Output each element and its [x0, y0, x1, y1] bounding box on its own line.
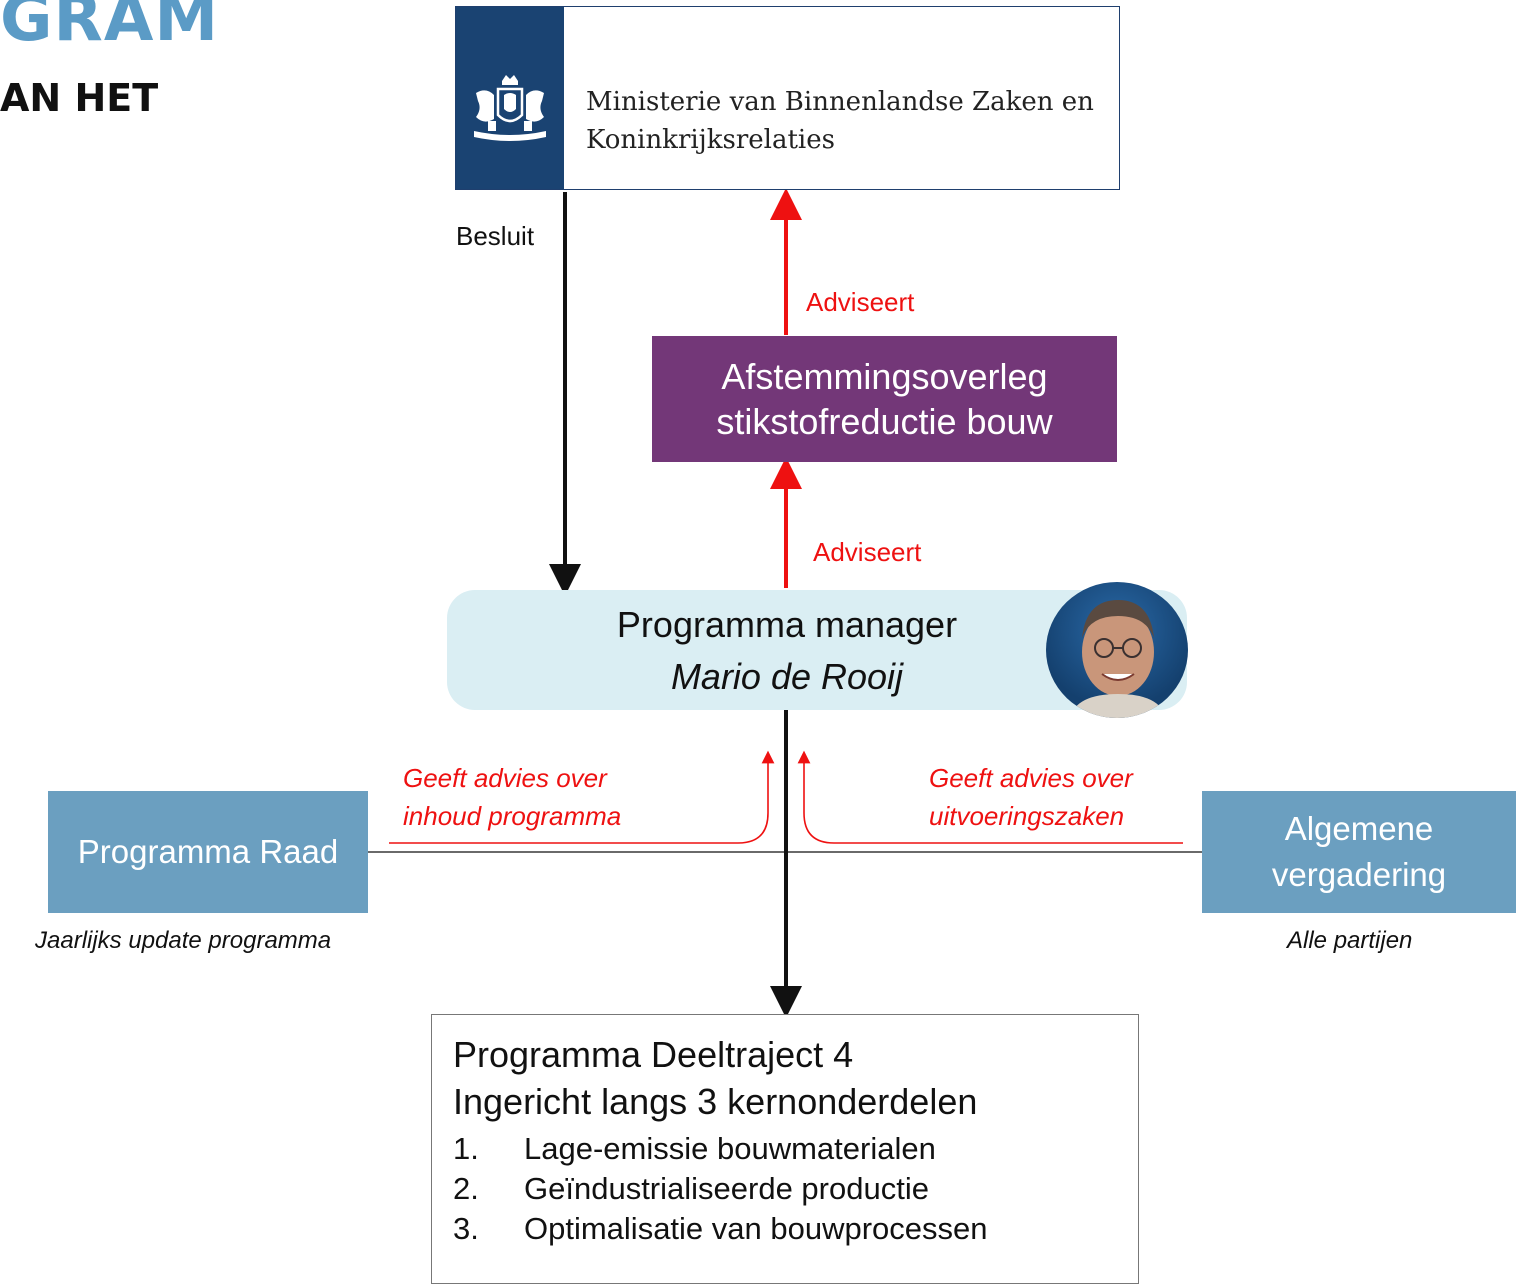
ministry-name: Ministerie van Binnenlandse Zaken en Kon…: [586, 83, 1094, 159]
right-advice-line-1: Geeft advies over: [929, 763, 1133, 793]
afstemming-line-1: Afstemmingsoverleg: [721, 356, 1048, 397]
left-advice-arrow: [389, 750, 775, 844]
left-advice-line-2: inhoud programma: [403, 801, 622, 831]
list-item-text: Geïndustrialiseerde productie: [524, 1171, 929, 1206]
manager-photo: [1046, 582, 1188, 718]
deeltraject-heading: Programma Deeltraject 4 Ingericht langs …: [453, 1031, 977, 1125]
besluit-label: Besluit: [456, 221, 535, 251]
deeltraject-heading-line-1: Programma Deeltraject 4: [453, 1034, 854, 1075]
programma-manager-title: Programma manager: [616, 604, 958, 645]
right-advice-arrow: [797, 750, 1183, 844]
adviseert-mid-label: Adviseert: [813, 537, 922, 567]
programma-raad-label: Programma Raad: [77, 833, 339, 870]
algemene-vergadering-line-2: vergadering: [1271, 856, 1447, 893]
left-advice-text: Geeft advies over inhoud programma: [403, 759, 621, 835]
algemene-vergadering-box: Algemene vergadering: [1202, 791, 1516, 913]
programma-raad-note: Jaarlijks update programma: [35, 927, 332, 954]
list-item: 2. Geïndustrialiseerde productie: [453, 1169, 988, 1209]
coat-of-arms-icon: [474, 75, 546, 141]
programma-raad-box: Programma Raad: [48, 791, 368, 913]
corner-subtitle: AN HET: [0, 76, 159, 120]
ministry-logo-box: Ministerie van Binnenlandse Zaken en Kon…: [455, 6, 1120, 190]
algemene-vergadering-line-1: Algemene: [1284, 810, 1434, 847]
list-item-text: Optimalisatie van bouwprocessen: [524, 1211, 988, 1246]
deeltraject-heading-line-2: Ingericht langs 3 kernonderdelen: [453, 1081, 978, 1122]
adviseert-top-label: Adviseert: [806, 287, 915, 317]
ministry-name-line-2: Koninkrijksrelaties: [586, 125, 835, 155]
programma-manager-name: Mario de Rooij: [670, 656, 904, 697]
ministry-band: [456, 7, 564, 189]
list-item: 1. Lage-emissie bouwmaterialen: [453, 1129, 988, 1169]
right-advice-text: Geeft advies over uitvoeringszaken: [929, 759, 1133, 835]
algemene-vergadering-note: Alle partijen: [1287, 927, 1413, 954]
ministry-name-line-1: Ministerie van Binnenlandse Zaken en: [586, 87, 1094, 117]
kernonderdelen-list: 1. Lage-emissie bouwmaterialen 2. Geïndu…: [453, 1129, 988, 1249]
deeltraject-box: Programma Deeltraject 4 Ingericht langs …: [431, 1014, 1139, 1284]
list-item-number: 2.: [453, 1171, 479, 1206]
afstemming-line-2: stikstofreductie bouw: [716, 401, 1053, 442]
person-photo-icon: [1070, 600, 1166, 718]
list-item: 3. Optimalisatie van bouwprocessen: [453, 1209, 988, 1249]
left-advice-line-1: Geeft advies over: [403, 763, 607, 793]
list-item-text: Lage-emissie bouwmaterialen: [524, 1131, 936, 1166]
list-item-number: 1.: [453, 1131, 479, 1166]
corner-title: GRAM: [0, 0, 220, 56]
right-advice-line-2: uitvoeringszaken: [929, 801, 1125, 831]
list-item-number: 3.: [453, 1211, 479, 1246]
afstemmingsoverleg-box: Afstemmingsoverleg stikstofreductie bouw: [652, 336, 1117, 462]
